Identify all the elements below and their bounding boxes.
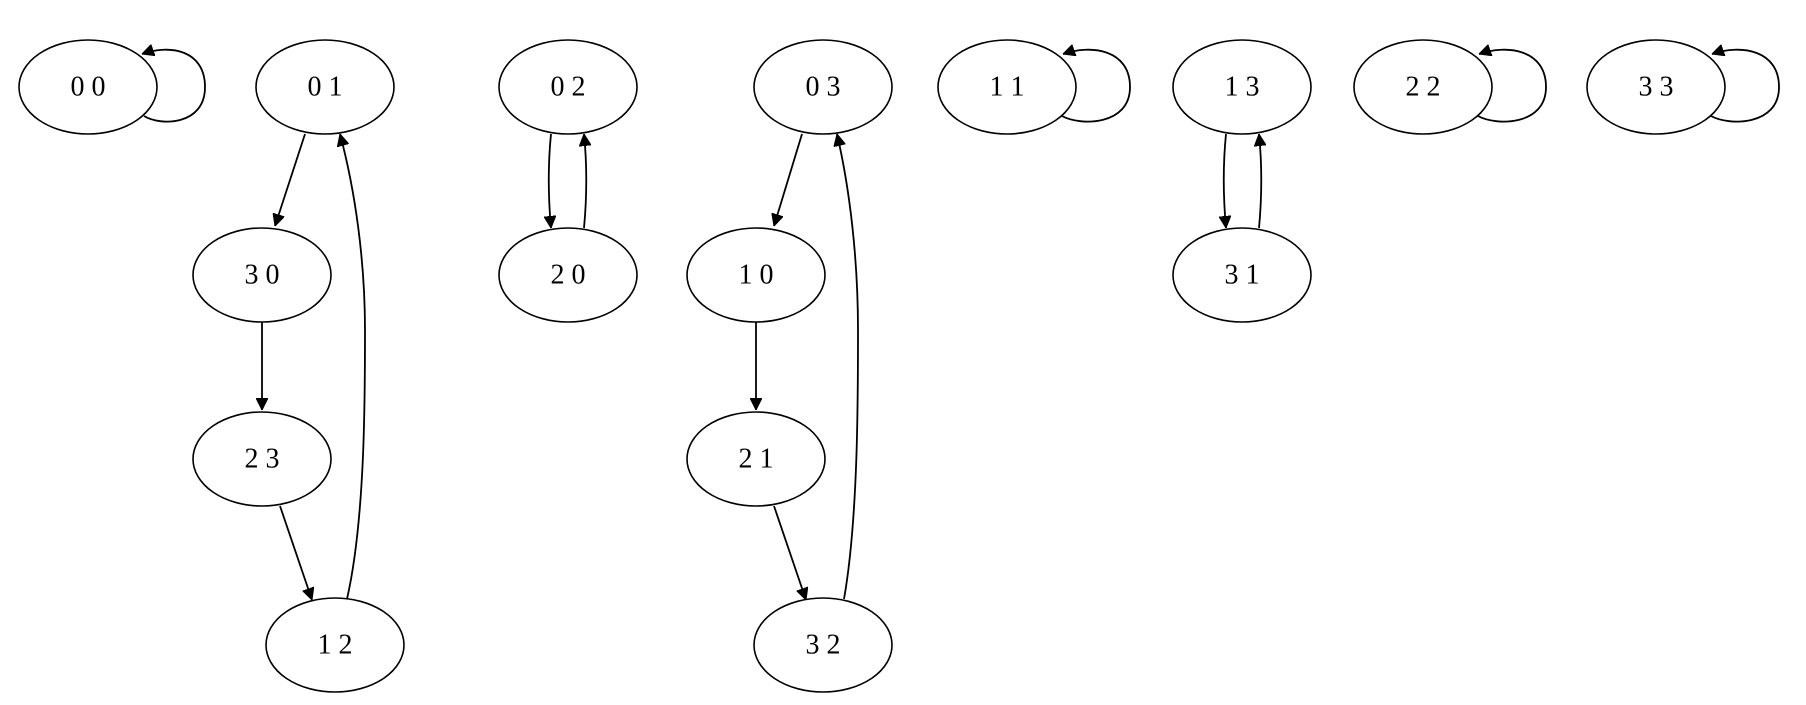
edge-21-32 [773,505,806,600]
node-32: 3 2 [753,597,893,693]
node-23: 2 3 [192,411,332,507]
node-10: 1 0 [686,227,826,323]
edge-01-30 [275,133,306,226]
node-01-label: 0 1 [308,72,343,103]
node-03: 0 3 [753,39,893,135]
edge-12-01 [340,134,366,600]
node-20-label: 2 0 [551,260,586,291]
node-32-label: 3 2 [806,630,841,661]
node-31-label: 3 1 [1225,260,1260,291]
edge-13-31 [1224,133,1226,228]
edge-00-00 [142,50,206,123]
node-13: 1 3 [1172,39,1312,135]
node-23-label: 2 3 [245,444,280,475]
node-22: 2 2 [1353,39,1493,135]
edge-32-03 [837,134,859,600]
edge-03-10 [774,133,803,226]
node-03-label: 0 3 [806,72,841,103]
node-31: 3 1 [1172,227,1312,323]
node-00: 0 0 [18,39,158,135]
node-12: 1 2 [265,597,405,693]
node-00-label: 0 0 [71,72,106,103]
edge-33-33 [1710,50,1780,123]
node-11-label: 1 1 [990,72,1025,103]
node-21-label: 2 1 [739,444,774,475]
node-01: 0 1 [255,39,395,135]
node-30: 3 0 [192,227,332,323]
node-02: 0 2 [498,39,638,135]
edge-31-13 [1259,134,1261,229]
node-10-label: 1 0 [739,260,774,291]
edge-20-02 [584,134,586,229]
node-13-label: 1 3 [1225,72,1260,103]
edges [142,50,1780,600]
node-33-label: 3 3 [1639,72,1674,103]
node-11: 1 1 [937,39,1077,135]
node-20: 2 0 [498,227,638,323]
node-30-label: 3 0 [245,260,280,291]
nodes: 0 0 0 1 0 2 0 3 1 1 1 3 2 2 3 3 [18,39,1726,693]
node-21: 2 1 [686,411,826,507]
node-22-label: 2 2 [1406,72,1441,103]
node-12-label: 1 2 [318,630,353,661]
edge-22-22 [1477,50,1547,123]
edge-11-11 [1061,50,1131,123]
node-02-label: 0 2 [551,72,586,103]
node-33: 3 3 [1586,39,1726,135]
edge-02-20 [549,133,551,228]
edge-23-12 [279,505,312,600]
